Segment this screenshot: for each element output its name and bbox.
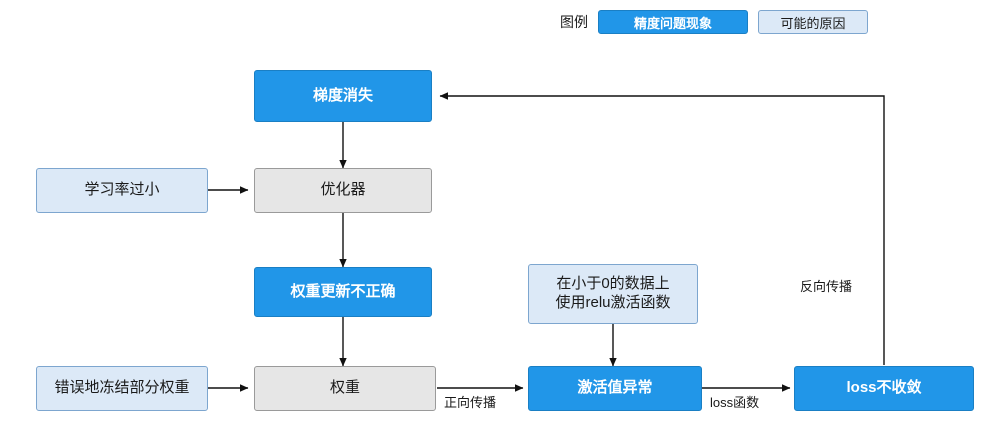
node-learning-rate-too-small[interactable]: 学习率过小 [36,168,208,213]
node-weight-update-incorrect[interactable]: 权重更新不正确 [254,267,432,317]
legend: 图例 精度问题现象 可能的原因 [560,10,868,34]
legend-item-symptom: 精度问题现象 [598,10,748,34]
legend-title: 图例 [560,14,588,30]
edge-label-forward-propagation: 正向传播 [444,395,497,410]
node-weight[interactable]: 权重 [254,366,436,411]
node-optimizer[interactable]: 优化器 [254,168,432,213]
edge-label-loss-function: loss函数 [710,395,760,410]
node-activation-abnormal[interactable]: 激活值异常 [528,366,702,411]
edge-label-backward-propagation: 反向传播 [800,279,853,294]
node-relu-on-negative-data[interactable]: 在小于0的数据上 使用relu激活函数 [528,264,698,324]
edge-loss-to-gradient [439,92,885,365]
legend-item-cause: 可能的原因 [758,10,868,34]
node-wrong-frozen-weights[interactable]: 错误地冻结部分权重 [36,366,208,411]
node-gradient-vanish[interactable]: 梯度消失 [254,70,432,122]
node-loss-not-converged[interactable]: loss不收敛 [794,366,974,411]
